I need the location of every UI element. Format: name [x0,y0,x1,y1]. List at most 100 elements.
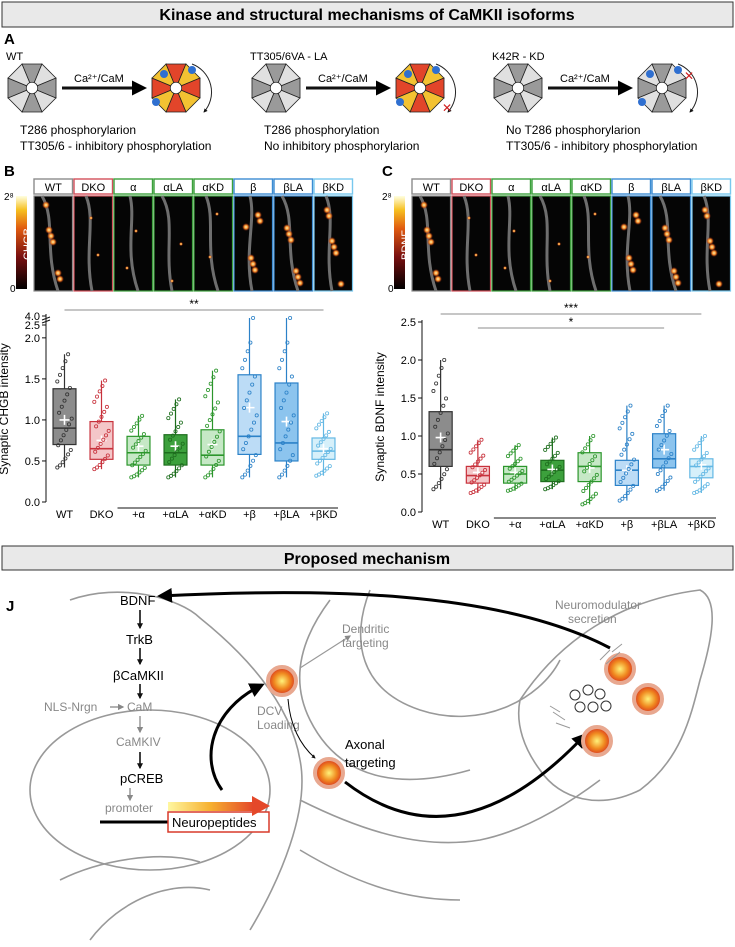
data-point [476,486,481,491]
data-point [618,479,623,484]
data-point [483,468,488,473]
data-point [557,464,562,469]
data-point [104,404,109,409]
data-point [177,445,182,450]
neurite [324,195,334,292]
membrane-bottom [89,886,211,941]
puncta [625,254,633,262]
data-point [438,410,443,415]
label-pcreb: pCREB [120,771,163,786]
data-point [240,366,245,371]
data-point [666,456,671,461]
micrograph: βLA [651,178,692,292]
dendrite-membrane [298,599,471,781]
data-point [168,437,173,442]
data-point [58,463,63,468]
data-point [173,429,178,434]
puncta [593,212,597,216]
data-point [278,447,283,452]
data-point [441,403,446,408]
data-point [515,459,520,464]
data-point [285,340,290,345]
micrograph: βKD [691,178,732,292]
label-dcv: DCV [257,704,282,718]
arrow-label: Ca²⁺/CaM [318,73,368,85]
micrograph: β [233,178,274,292]
puncta [328,237,336,245]
data-point [97,389,102,394]
phospho-dot [396,98,404,106]
data-point [322,415,327,420]
puncta [45,226,53,234]
significance-label: * [569,315,574,329]
data-point [479,437,484,442]
data-point [439,476,444,481]
puncta [89,216,93,220]
hub [25,81,39,95]
label-nls-nrgn: NLS-Nrgn [44,700,97,714]
label-loading: Loading [257,718,300,732]
data-point [581,488,586,493]
mean-mark [584,462,595,473]
data-point [253,453,258,458]
data-point [55,379,60,384]
data-point [436,481,441,486]
data-point [176,425,181,430]
phospho-line-2: TT305/6 - inhibitory phosphorylation [506,139,697,153]
data-point [242,405,247,410]
data-point [628,403,633,408]
data-point [625,491,630,496]
data-point [662,438,667,443]
hub [413,81,427,95]
data-point [203,475,208,480]
x-tick-label: +β [243,509,256,521]
image-frame [611,195,652,292]
data-point [316,443,321,448]
section-header: Proposed mechanism [1,545,734,571]
data-point [693,463,698,468]
data-point [325,411,330,416]
data-point [288,315,293,320]
phospho-dot [638,98,646,106]
image-label: βKD [322,182,344,194]
data-point [444,467,449,472]
data-point [701,472,706,477]
data-point [505,454,510,459]
y-tick-label: 1.5 [401,393,416,405]
puncta [337,280,345,288]
arrow-dcv-loading [209,683,265,791]
x-tick-label: +αKD [576,519,604,531]
data-point [277,475,282,480]
data-point [208,381,213,386]
neurite [506,195,518,292]
x-tick-label: +βLA [651,519,678,531]
mutant-label: WT [6,51,23,63]
data-point [549,472,554,477]
data-point [592,476,597,481]
data-point [63,456,68,461]
data-point [655,472,660,477]
data-point [325,449,330,454]
axis-break [41,316,51,324]
data-point [95,465,100,470]
data-point [546,474,551,479]
block-mark: ✕ [684,69,694,83]
box-2 [502,443,528,493]
data-point [96,419,101,424]
subunit [660,77,687,99]
data-point [100,460,105,465]
data-point [248,463,253,468]
data-point [700,437,705,442]
data-point [131,424,136,429]
data-point [69,416,74,421]
data-point [431,487,436,492]
data-point [591,494,596,499]
data-point [277,366,282,371]
y-tick-label: 1.5 [25,374,40,386]
data-point [590,458,595,463]
image-label-box [273,178,314,195]
x-tick-label: +βKD [309,509,337,521]
